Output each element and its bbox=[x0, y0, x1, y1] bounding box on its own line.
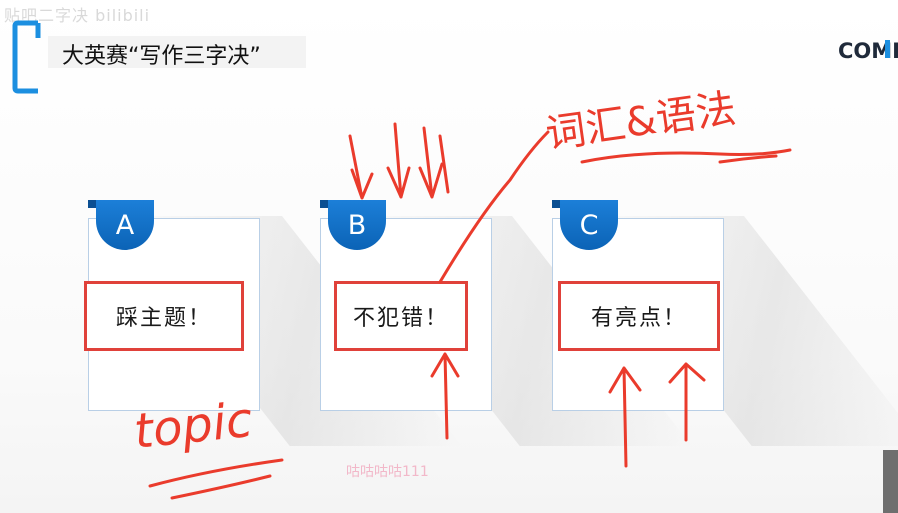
brand-accent bbox=[885, 40, 890, 58]
card-a-notch bbox=[88, 200, 96, 208]
down-arrow-1 bbox=[348, 134, 374, 200]
vocab-underline-1 bbox=[580, 148, 792, 164]
scroll-handle[interactable] bbox=[883, 450, 898, 513]
topic-underline-1 bbox=[148, 458, 284, 488]
slide-title: 大英赛“写作三字决” bbox=[62, 44, 261, 69]
logo-bracket-icon bbox=[12, 20, 41, 94]
card-c-badge: C bbox=[560, 200, 618, 250]
down-arrow-4 bbox=[438, 134, 450, 194]
topic-underline-2 bbox=[170, 474, 272, 500]
top-watermark: 贴吧二字决 bilibili bbox=[4, 6, 151, 25]
card-b-label: 不犯错！ bbox=[334, 281, 468, 351]
card-c-label: 有亮点！ bbox=[558, 281, 720, 351]
down-arrow-3 bbox=[418, 126, 444, 199]
vocab-underline-2 bbox=[718, 154, 778, 164]
card-b-notch bbox=[320, 200, 328, 208]
footer-watermark: 咕咕咕咕111 bbox=[346, 464, 429, 480]
card-a-label: 踩主题！ bbox=[84, 281, 244, 351]
title-bar bbox=[48, 36, 306, 68]
card-b-badge: B bbox=[328, 200, 386, 250]
card-c-notch bbox=[552, 200, 560, 208]
down-arrow-2 bbox=[386, 122, 411, 199]
card-a-badge: A bbox=[96, 200, 154, 250]
vocab-grammar-handwriting: 词汇&语法 bbox=[543, 86, 739, 158]
